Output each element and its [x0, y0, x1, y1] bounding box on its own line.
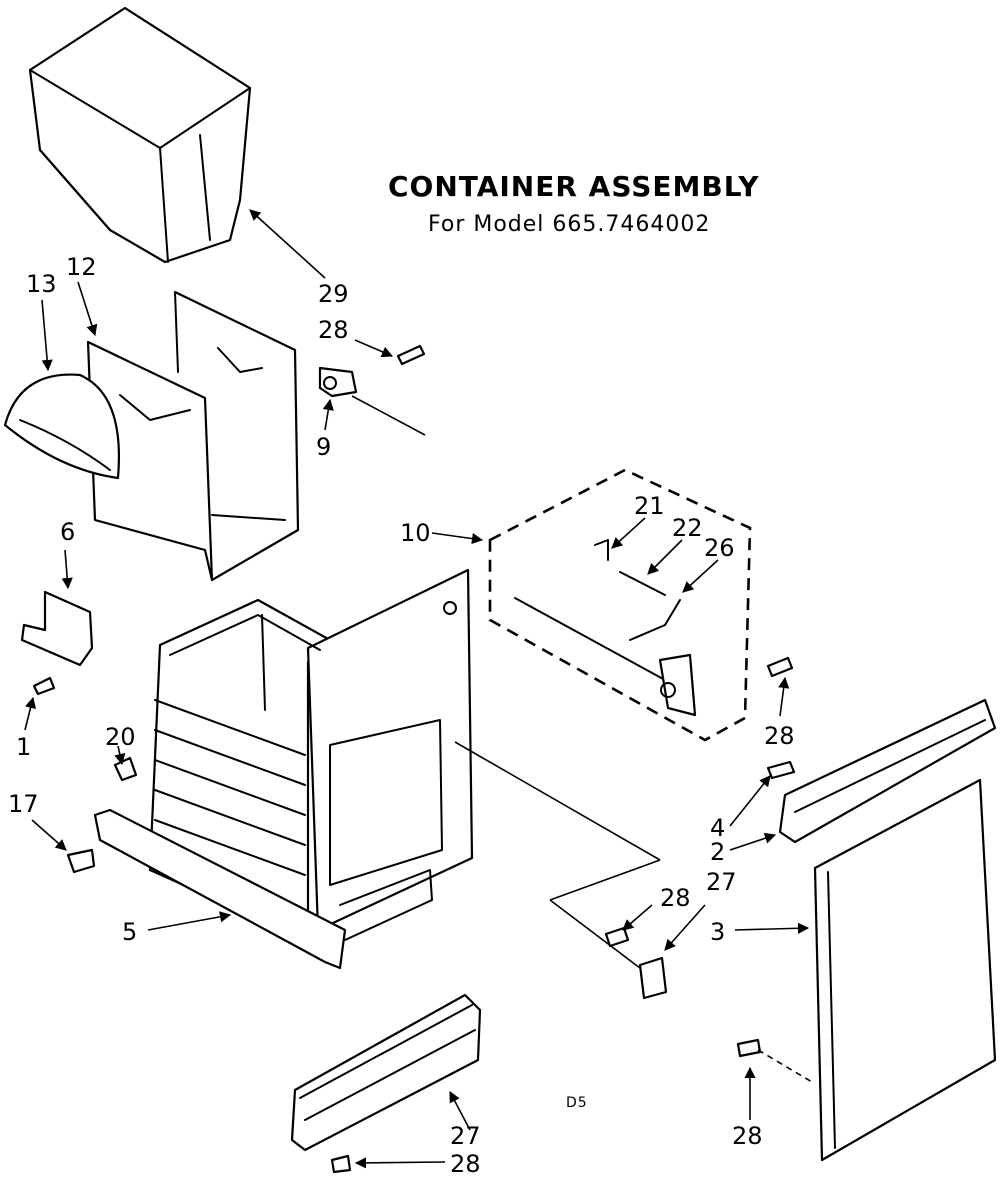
part-10-control-housing [488, 468, 752, 742]
part-29-liner-bag [28, 6, 252, 264]
callout-29: 29 [318, 280, 349, 308]
callout-12: 12 [66, 253, 97, 281]
part-26-bracket [638, 956, 668, 1000]
part-28-screw-bottom [330, 1154, 352, 1174]
callout-20: 21 [634, 492, 665, 520]
callout-3: 3 [710, 918, 725, 946]
callout-27: 27 [450, 1122, 481, 1150]
part-12-liner-panel [86, 291, 300, 582]
part-2-rail [778, 698, 997, 844]
leader-arrows [24, 209, 810, 1169]
callout-1: 1 [16, 733, 31, 761]
callout-10: 10 [400, 519, 431, 547]
part-1-screw [32, 676, 56, 696]
callout-22: 26 [704, 534, 735, 562]
callout-4: 4 [710, 814, 725, 842]
callout-28-right: 28 [764, 722, 795, 750]
part-9-bracket [318, 366, 426, 436]
part-17-clip [113, 756, 138, 782]
part-28-screw-mid [604, 926, 630, 948]
part-6-bracket [20, 590, 94, 667]
callout-26: 27 [706, 868, 737, 896]
part-16-fastener [66, 848, 96, 874]
part-5-cabinet [93, 568, 474, 970]
drawing-code: D5 [566, 1095, 588, 1111]
part-28-screw-top [396, 344, 426, 366]
assembly-leader [454, 741, 661, 861]
callout-17: 20 [105, 723, 136, 751]
part-13-shield [3, 373, 120, 480]
part-4-screw [766, 760, 796, 780]
callout-2: 2 [710, 838, 725, 866]
diagram-title: CONTAINER ASSEMBLY [388, 170, 760, 203]
assembly-leader [549, 859, 661, 901]
callout-6: 6 [60, 518, 75, 546]
callout-21: 22 [672, 514, 703, 542]
callout-5: 5 [122, 918, 137, 946]
assembly-leader [549, 899, 641, 969]
callout-28: 28 [318, 316, 349, 344]
callout-28-bottom: 28 [450, 1150, 481, 1178]
part-28-screw-right [766, 656, 794, 678]
part-28-screw-door [736, 1038, 813, 1083]
callout-16: 17 [8, 790, 39, 818]
callout-13: 13 [26, 270, 57, 298]
callout-28-mid: 28 [660, 884, 691, 912]
callout-9: 9 [316, 433, 331, 461]
model-subtitle: For Model 665.7464002 [428, 212, 711, 237]
part-3-door-panel [813, 778, 997, 1162]
callout-labels: 29 28 9 13 12 6 1 20 17 5 10 21 22 26 28… [8, 253, 795, 1178]
callout-28-door: 28 [732, 1122, 763, 1150]
part-27-bottom-rail [290, 993, 482, 1152]
